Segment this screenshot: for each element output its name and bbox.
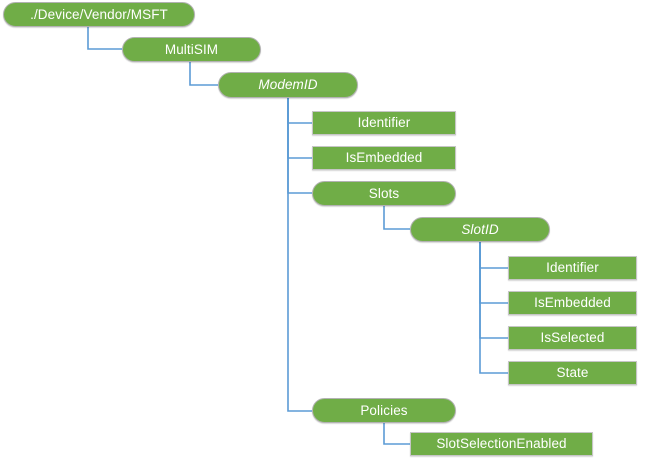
node-label-modem-isembedded: IsEmbedded [345, 150, 423, 166]
node-label-slot-state: State [556, 365, 589, 381]
node-label-modemid: ModemID [258, 77, 318, 93]
node-label-modem-identifier: Identifier [357, 115, 411, 131]
node-label-slot-identifier: Identifier [546, 260, 599, 276]
connector-modemid-to-modem-identifier [287, 98, 312, 124]
node-label-slot-isselected: IsSelected [540, 330, 605, 346]
node-root[interactable]: ./Device/Vendor/MSFT [3, 2, 195, 27]
node-slots[interactable]: Slots [312, 181, 456, 206]
node-label-root: ./Device/Vendor/MSFT [30, 6, 168, 22]
node-label-slot-isembedded: IsEmbedded [534, 295, 611, 311]
connector-multisim-to-modemid [189, 62, 218, 86]
connector-root-to-multisim [87, 27, 122, 50]
node-slot-identifier[interactable]: Identifier [508, 256, 637, 280]
connector-modemid-to-policies [287, 98, 312, 412]
node-label-slots: Slots [368, 185, 400, 201]
node-label-policies: Policies [360, 402, 408, 418]
node-label-slotselectionenabled: SlotSelectionEnabled [436, 436, 567, 452]
connector-slotid-to-slot-state [479, 242, 508, 374]
node-modem-identifier[interactable]: Identifier [312, 111, 456, 135]
connector-slots-to-slotid [383, 206, 410, 230]
node-label-slotid: SlotID [461, 221, 499, 237]
node-slotid[interactable]: SlotID [410, 217, 550, 242]
node-slot-isselected[interactable]: IsSelected [508, 326, 637, 350]
connector-modemid-to-modem-isembedded [287, 98, 312, 159]
node-slot-isembedded[interactable]: IsEmbedded [508, 291, 637, 315]
node-multisim[interactable]: MultiSIM [122, 37, 261, 62]
connector-slotid-to-slot-isembedded [479, 242, 508, 304]
connector-policies-to-slotselectionenabled [383, 423, 410, 445]
node-modem-isembedded[interactable]: IsEmbedded [312, 146, 456, 170]
node-policies[interactable]: Policies [312, 398, 456, 423]
connector-modemid-to-slots [287, 98, 312, 194]
node-slotselectionenabled[interactable]: SlotSelectionEnabled [410, 432, 593, 456]
node-modemid[interactable]: ModemID [218, 72, 358, 98]
node-label-multisim: MultiSIM [164, 41, 219, 57]
connector-slotid-to-slot-isselected [479, 242, 508, 339]
node-slot-state[interactable]: State [508, 361, 637, 385]
connector-slotid-to-slot-identifier [479, 242, 508, 269]
